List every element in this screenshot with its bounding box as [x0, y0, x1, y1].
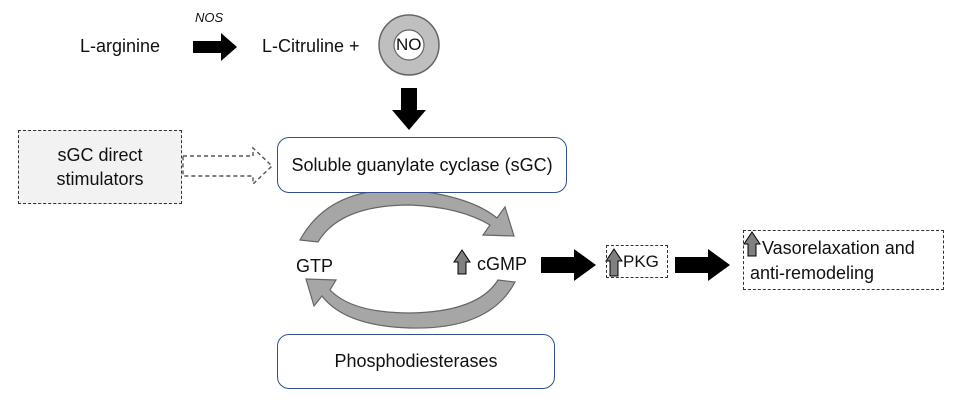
down-arrow-icon [392, 88, 426, 130]
nos-label: NOS [195, 10, 224, 25]
sgc-label: Soluble guanylate cyclase (sGC) [291, 154, 553, 175]
pde-box: Phosphodiesterases [277, 334, 555, 389]
dashed-arrow-icon [182, 146, 274, 186]
curved-arrow-icon [299, 188, 515, 243]
gtp-label: GTP [296, 256, 334, 276]
curved-arrow-icon [305, 278, 516, 329]
pde-label: Phosphodiesterases [334, 351, 498, 371]
right-arrow-icon [541, 249, 596, 281]
outcome-line-2: anti-remodeling [750, 263, 875, 283]
sgc-box: Soluble guanylate cyclase (sGC) [277, 137, 567, 193]
stimulators-line-2: stimulators [56, 169, 144, 189]
pkg-label: PKG [623, 252, 659, 271]
stimulators-line-1: sGC direct [57, 145, 143, 165]
right-arrow-icon [675, 249, 730, 281]
outcome-line-1: Vasorelaxation and [762, 238, 915, 258]
cgmp-label: cGMP [477, 254, 528, 274]
no-label: NO [396, 35, 422, 54]
no-inner-circle [393, 29, 425, 61]
outcome-box: Vasorelaxation and anti-remodeling [743, 230, 944, 290]
l-arginine-label: L-arginine [80, 36, 161, 56]
up-arrow-icon [743, 231, 761, 257]
l-citruline-label: L-Citruline + [262, 36, 360, 56]
stimulators-box: sGC direct stimulators [18, 130, 182, 204]
pkg-box: PKG [606, 245, 668, 278]
nos-arrow-icon [193, 33, 237, 61]
up-arrow-icon [453, 249, 471, 275]
up-arrow-icon [605, 248, 623, 277]
